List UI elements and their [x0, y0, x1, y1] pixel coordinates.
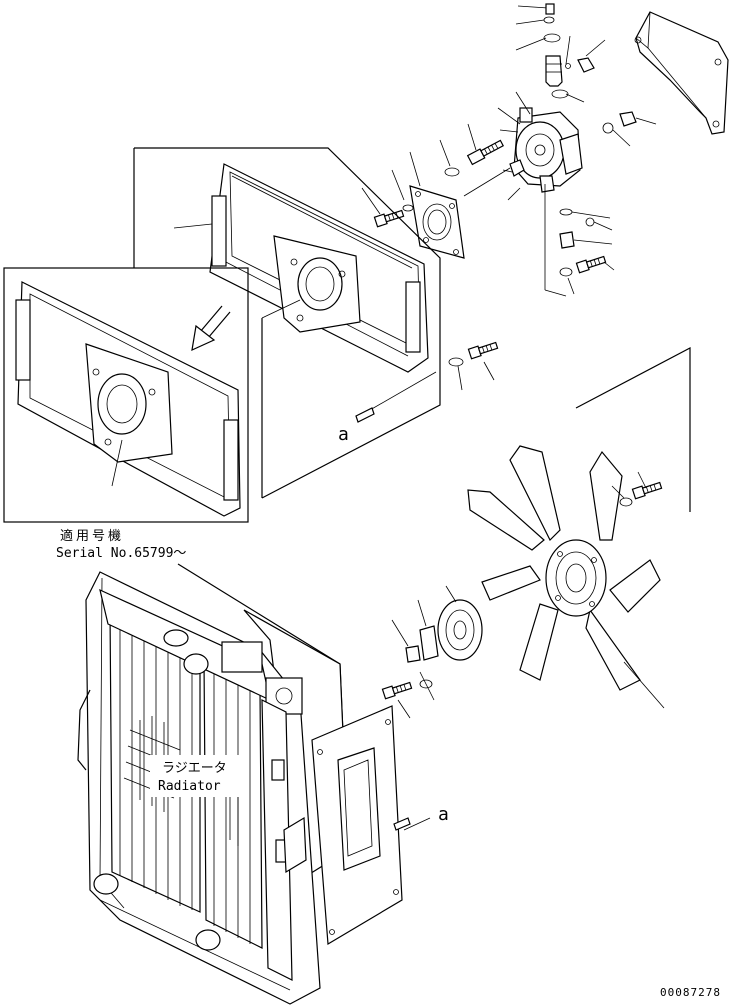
radiator-label-jp: ラジエータ	[162, 761, 227, 776]
ref-label-a-bottom: a	[438, 804, 449, 825]
shroud-cover	[634, 11, 729, 135]
fan-blade	[467, 347, 691, 709]
serial-label-jp: 適用号機	[60, 528, 124, 544]
radiator-assembly: ラジエータ Radiator	[77, 563, 349, 1005]
fan-motor	[497, 91, 583, 297]
mounting-plate	[361, 151, 511, 259]
fan-spacer	[381, 585, 483, 719]
serial-label-en: Serial No.65799～	[56, 546, 186, 561]
bracket-detail-box	[133, 147, 441, 499]
frame-bolts: a	[338, 341, 499, 445]
fan-guard-plate: a	[283, 705, 449, 946]
ref-label-a-top: a	[338, 424, 349, 445]
alternate-bracket-box	[3, 267, 249, 523]
radiator-label-en: Radiator	[158, 779, 221, 794]
motor-bolts	[439, 123, 615, 295]
drawing-number: 00087278	[660, 986, 721, 999]
top-fittings	[515, 3, 657, 147]
